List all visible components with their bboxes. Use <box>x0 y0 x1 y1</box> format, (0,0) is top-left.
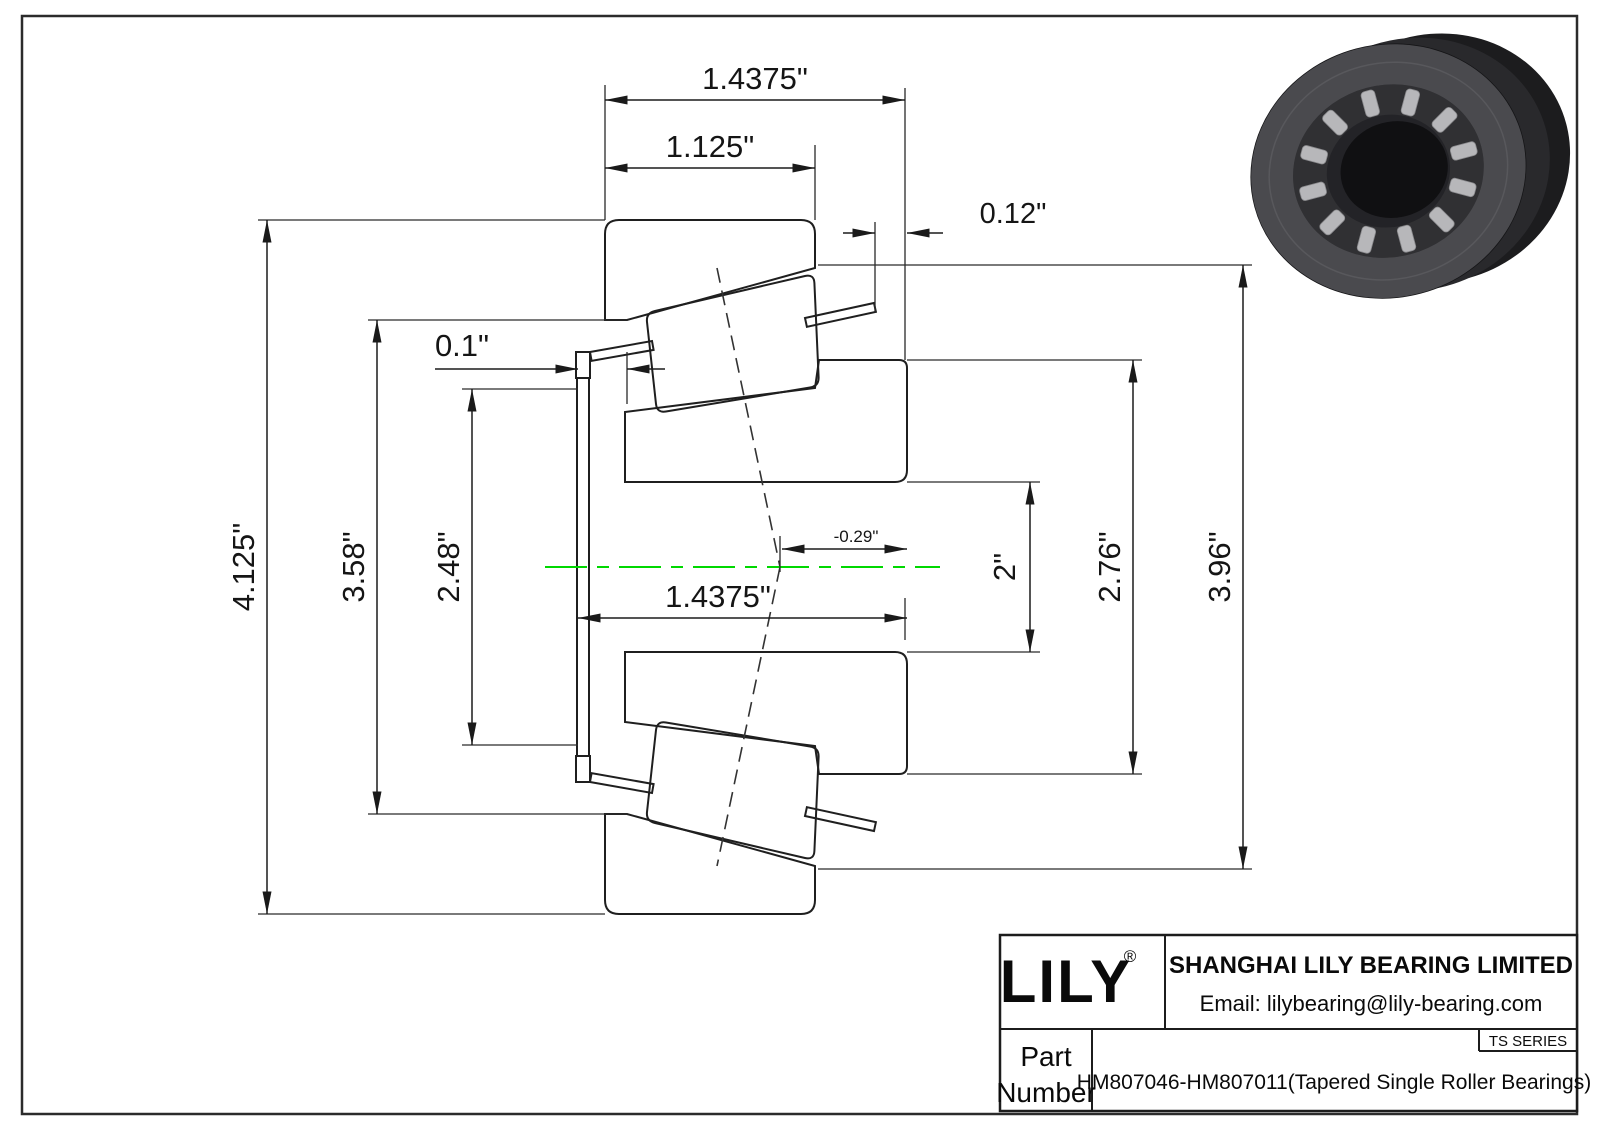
bearing-rollers <box>1299 88 1478 254</box>
dim-label: 4.125" <box>226 523 261 612</box>
dim-label: 2.76" <box>1092 531 1127 602</box>
bearing-cross-section <box>575 219 908 915</box>
dim-label: 0.1" <box>435 328 489 363</box>
dim-outer-diameter: 4.125" <box>226 220 272 914</box>
dim-label: 1.4375" <box>665 579 771 614</box>
dimensions: 1.4375" 1.125" 0.12" 0.1" 4.125" 3.58" <box>226 61 1248 914</box>
registered-mark-icon: ® <box>1124 947 1137 966</box>
dim-label: 2.48" <box>431 531 466 602</box>
dim-back-diameter: 3.96" <box>1202 265 1248 869</box>
dim-label: 2" <box>987 553 1022 581</box>
company-logo: LILY <box>1000 948 1132 1015</box>
dim-label: 3.58" <box>336 531 371 602</box>
dim-cup-standout: 0.12" <box>843 198 1047 238</box>
dim-cup-width: 1.125" <box>605 129 815 173</box>
series-label: TS SERIES <box>1489 1033 1567 1050</box>
dim-label: 0.12" <box>980 198 1047 230</box>
title-block-border <box>998 933 1579 1113</box>
dim-bore-diameter: 2" <box>987 482 1035 652</box>
dim-overall-width-top: 1.4375" <box>605 61 905 105</box>
title-block: LILY ® SHANGHAI LILY BEARING LIMITED Ema… <box>996 933 1591 1113</box>
extension-lines <box>258 85 1252 915</box>
dim-cone-width: 1.4375" <box>578 579 907 623</box>
dim-cage-diameter: 2.48" <box>431 389 477 745</box>
part-number: HM807046-HM807011(Tapered Single Roller … <box>1077 1071 1591 1094</box>
dim-cage-standout: 0.1" <box>435 328 665 374</box>
dim-label: -0.29" <box>834 527 879 546</box>
part-label-line1: Part <box>1020 1041 1072 1072</box>
dim-effective-center: -0.29" <box>782 527 907 554</box>
dim-front-diameter: 3.58" <box>336 320 382 814</box>
part-label-line2: Number <box>996 1077 1096 1108</box>
cone-top-section <box>624 359 908 483</box>
cage-bottom <box>575 755 878 833</box>
company-name: SHANGHAI LILY BEARING LIMITED <box>1169 952 1573 979</box>
dim-rib-diameter: 2.76" <box>1092 360 1138 774</box>
dim-label: 3.96" <box>1202 531 1237 602</box>
roller-top <box>645 274 820 413</box>
cup-bottom-section <box>604 813 816 915</box>
dim-label: 1.125" <box>666 129 755 164</box>
cone-bottom-section <box>624 651 908 775</box>
cup-top-section <box>604 219 816 321</box>
bearing-3d-render <box>1250 33 1571 299</box>
company-email: Email: lilybearing@lily-bearing.com <box>1200 991 1543 1016</box>
dim-label: 1.4375" <box>702 61 808 96</box>
roller-bottom <box>645 721 820 860</box>
